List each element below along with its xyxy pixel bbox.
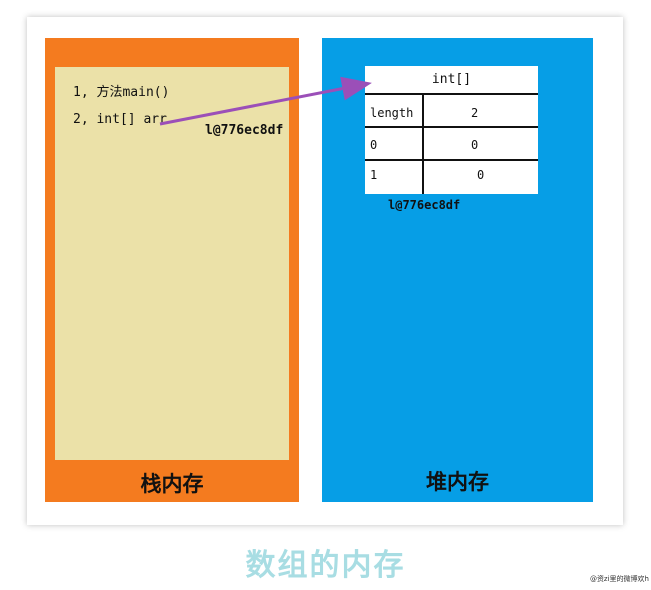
table-divider xyxy=(365,126,538,128)
array-type-title: int[] xyxy=(431,72,472,87)
table-divider xyxy=(365,93,538,95)
heap-memory-panel: int[] length 2 0 0 1 0 l@776ec8df 堆内存 xyxy=(322,38,593,502)
table-row-0-value: 0 xyxy=(471,138,479,152)
figure-caption: 数组的内存 xyxy=(245,548,406,583)
table-row-1-value: 0 xyxy=(477,168,485,182)
watermark-credit: @资zi里的微博欢h xyxy=(589,575,649,583)
heap-memory-label: 堆内存 xyxy=(426,469,489,494)
table-row-length-value: 2 xyxy=(471,106,479,120)
stack-line-arr: 2, int[] arr xyxy=(73,112,167,127)
table-row-length-key: length xyxy=(370,106,414,120)
stack-memory-panel: 1, 方法main() 2, int[] arr l@776ec8df 栈内存 xyxy=(45,38,299,502)
stack-address: l@776ec8df xyxy=(205,123,284,138)
stack-memory-label: 栈内存 xyxy=(140,471,204,496)
array-object-table: int[] length 2 0 0 1 0 xyxy=(365,66,538,194)
heap-address: l@776ec8df xyxy=(388,198,461,212)
stack-line-main: 1, 方法main() xyxy=(73,85,170,100)
table-column-divider xyxy=(422,95,424,194)
table-row-1-key: 1 xyxy=(370,168,378,182)
stack-frame-area: 1, 方法main() 2, int[] arr l@776ec8df xyxy=(55,67,289,460)
table-divider xyxy=(365,159,538,161)
table-row-0-key: 0 xyxy=(370,138,378,152)
